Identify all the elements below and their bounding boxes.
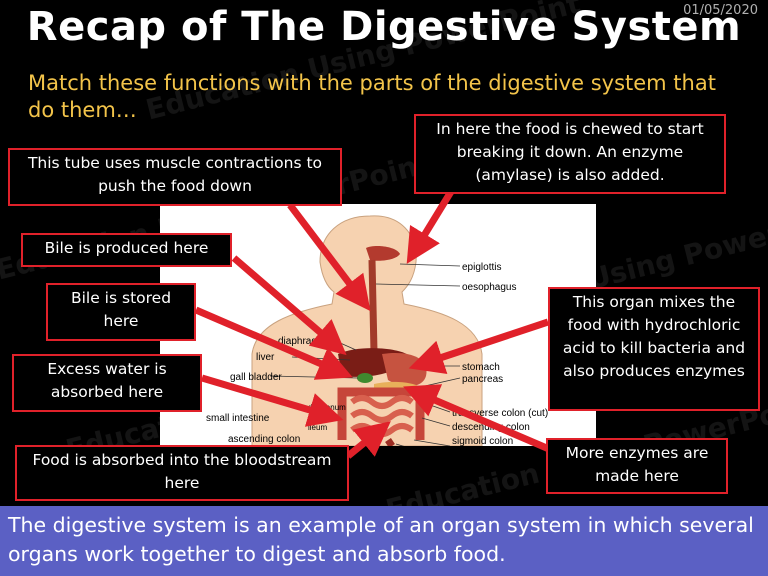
fig-label-ileum: ileum: [308, 423, 327, 432]
label-oesophagus: This tube uses muscle contractions to pu…: [8, 148, 342, 206]
fig-label-epiglottis: epiglottis: [462, 262, 501, 273]
fig-label-liver: liver: [256, 352, 275, 363]
label-stomach: This organ mixes the food with hydrochlo…: [548, 287, 760, 411]
fig-label-sigmoid-colon: sigmoid colon: [452, 436, 513, 446]
fig-label-ascending-colon: ascending colon: [228, 434, 300, 445]
label-mouth: In here the food is chewed to start brea…: [414, 114, 726, 194]
fig-label-stomach: stomach: [462, 362, 500, 373]
fig-label-rectum: rectum: [470, 456, 501, 467]
slide-date: 01/05/2020: [683, 3, 758, 18]
fig-label-oesophagus: oesophagus: [462, 282, 517, 293]
fig-label-gall-bladder: gall bladder: [230, 372, 282, 383]
fig-label-duodenum: duodenum: [308, 403, 346, 412]
summary-banner: The digestive system is an example of an…: [0, 506, 768, 576]
fig-label-descending-colon: descending colon: [452, 422, 530, 433]
fig-label-diaphragm: diaphragm: [278, 336, 325, 347]
slide-title: Recap of The Digestive System: [26, 4, 742, 50]
label-liver: Bile is produced here: [21, 233, 232, 267]
slide-subtitle: Match these functions with the parts of …: [28, 71, 716, 122]
label-large-intestine: Excess water is absorbed here: [12, 354, 202, 412]
fig-label-pancreas: pancreas: [462, 374, 503, 385]
fig-label-small-intestine: small intestine: [206, 413, 270, 424]
fig-label-transverse-colon: transverse colon (cut): [452, 408, 548, 419]
fig-label-jejunum: jejunum: [307, 413, 336, 422]
label-small-intestine: Food is absorbed into the bloodstream he…: [15, 445, 349, 501]
label-pancreas: More enzymes are made here: [546, 438, 728, 494]
label-gall-bladder: Bile is stored here: [46, 283, 196, 341]
